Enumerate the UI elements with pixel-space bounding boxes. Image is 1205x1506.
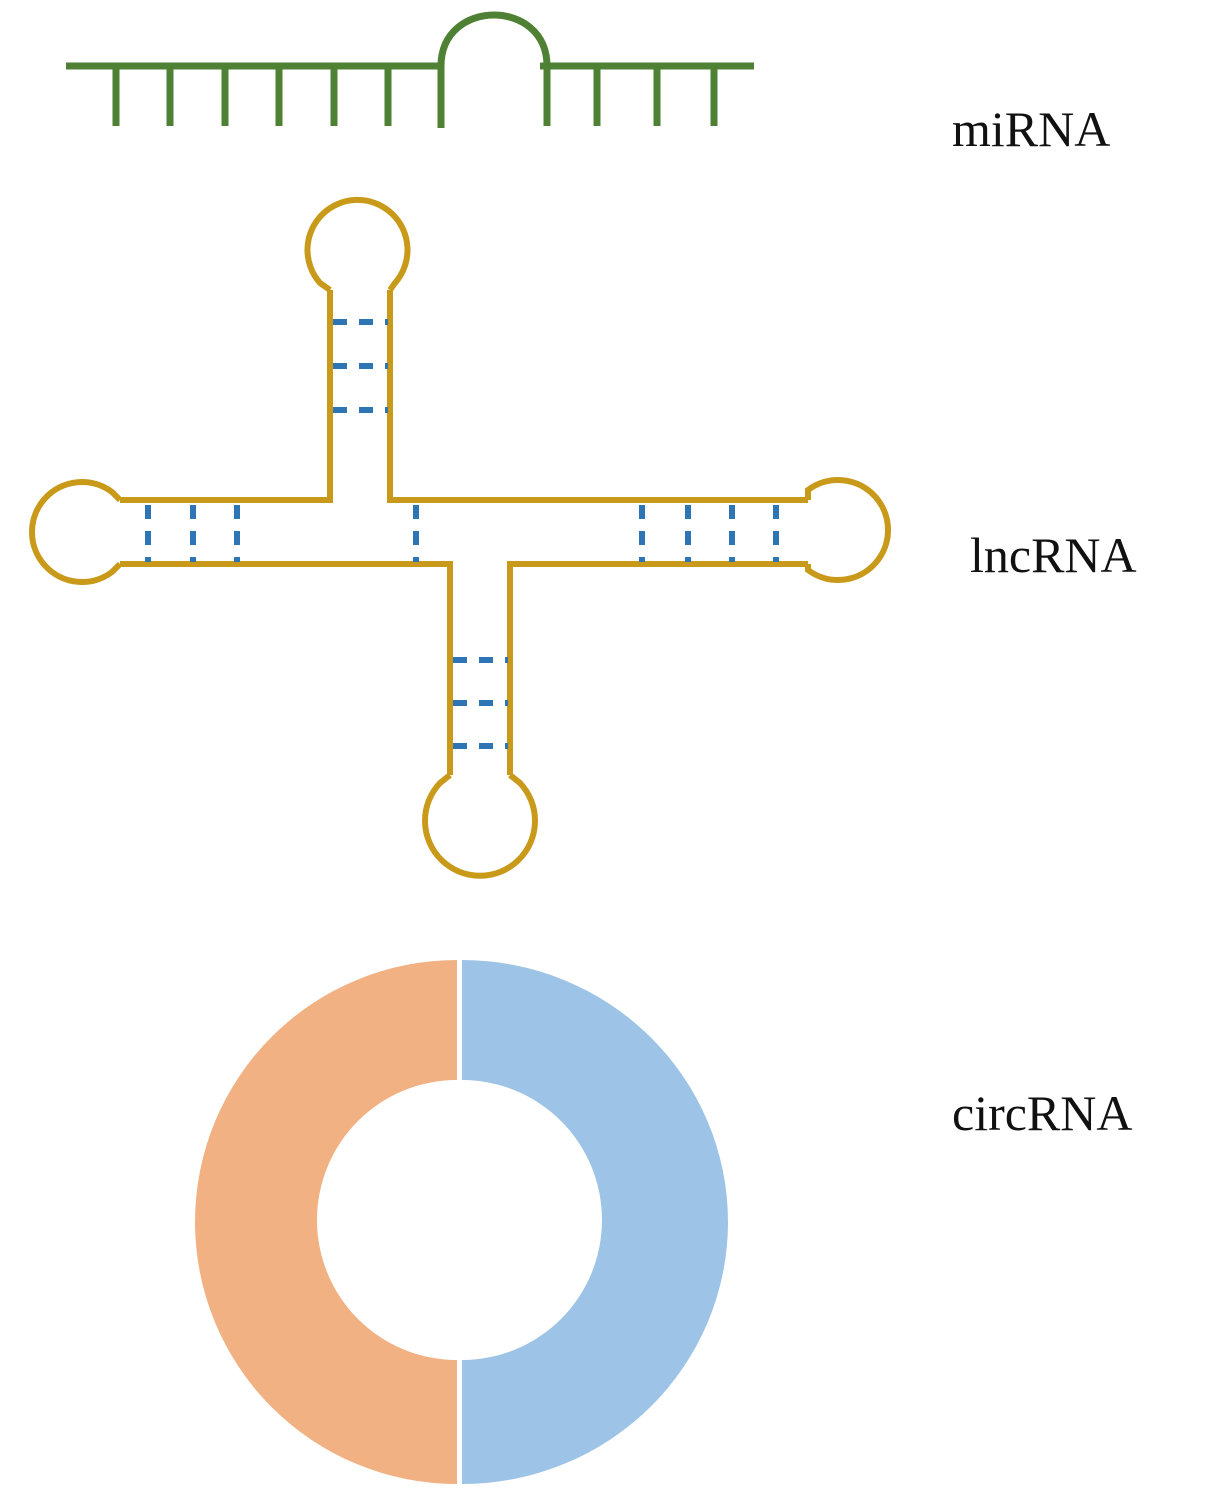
circrna-label: circRNA xyxy=(952,1085,1133,1141)
lncrna-loop-right xyxy=(805,477,891,583)
lncrna-diagram xyxy=(29,197,891,879)
mirna-label: miRNA xyxy=(952,101,1111,157)
lncrna-strand-upper-left xyxy=(120,290,333,503)
lncrna-loop-bottom xyxy=(422,772,538,879)
lncrna-loop-left xyxy=(29,479,123,585)
circrna-right-half xyxy=(462,960,728,1484)
lncrna-label: lncRNA xyxy=(970,527,1137,583)
lncrna-base-pairs xyxy=(145,319,779,749)
circrna-left-half xyxy=(195,960,457,1484)
lncrna-strand-lower-right xyxy=(507,561,808,775)
lncrna-loop-top xyxy=(304,197,411,293)
lncrna-strand xyxy=(29,197,891,879)
mirna-diagram xyxy=(66,11,754,128)
lncrna-strand-upper-right xyxy=(387,290,808,503)
lncrna-strand-lower-left xyxy=(120,561,453,775)
circrna-diagram xyxy=(195,960,728,1484)
mirna-bulge-loop xyxy=(437,11,551,67)
